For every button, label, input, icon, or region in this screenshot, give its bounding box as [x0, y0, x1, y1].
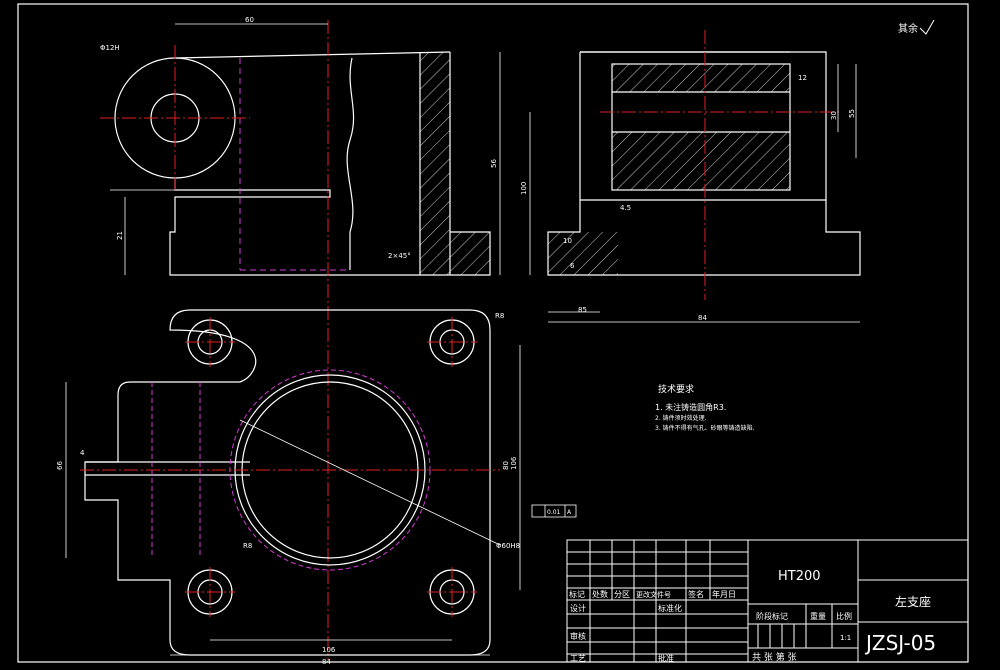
- hdr-mark: 标记: [569, 589, 585, 599]
- dim-chamfer-note: 2×45°: [388, 252, 411, 260]
- dim-top-width: 60: [245, 16, 254, 24]
- tech-req-item-2: 2. 铸件须时效处理.: [655, 414, 707, 422]
- front-view: [114, 51, 491, 276]
- plan-view-dims: [65, 345, 521, 656]
- plan-dim-bore: Φ60H8: [496, 542, 520, 550]
- plan-dim-left: 66: [56, 461, 64, 470]
- drawing-number: JZSJ-05: [864, 631, 936, 655]
- plan-view-centerlines: [80, 317, 500, 617]
- plan-dim-height: 106: [510, 456, 518, 470]
- title-block: [566, 539, 969, 663]
- tech-req-item-3: 3. 铸件不得有气孔、砂眼等铸造缺陷.: [655, 424, 755, 432]
- dim-bore-label: Φ12H: [100, 44, 120, 52]
- tech-req-item-1: 1. 未注铸造圆角R3.: [655, 402, 726, 412]
- scale-value: 1:1: [840, 634, 851, 642]
- weight-label: 重量: [810, 611, 826, 621]
- tech-req-title: 技术要求: [658, 383, 694, 395]
- plan-dim-w1: 106: [322, 646, 336, 654]
- side-dim-r2: 30: [830, 111, 838, 120]
- roughness-note: 其余: [898, 22, 918, 35]
- side-dim-small-b: 10: [563, 237, 572, 245]
- row-approve: 批准: [658, 653, 674, 663]
- plan-dim-w2: 84: [322, 658, 331, 666]
- sheet-border: [17, 3, 969, 663]
- side-dim-base-width: 84: [698, 314, 707, 322]
- plan-dim-gap: 4: [80, 449, 85, 457]
- side-dim-height: 100: [520, 182, 528, 195]
- front-view-dims: [110, 23, 501, 275]
- scale-label: 比例: [836, 611, 852, 621]
- hdr-change-doc: 更改文件号: [636, 590, 671, 599]
- dim-front-height: 56: [490, 159, 498, 168]
- hdr-date: 年月日: [712, 589, 736, 599]
- tol-value: 0.01: [547, 509, 561, 516]
- front-view-hidden: [239, 58, 350, 271]
- hdr-zone: 分区: [614, 590, 630, 599]
- dim-base-height: 21: [116, 231, 124, 240]
- plan-dim-r2: R8: [243, 542, 252, 550]
- part-name: 左支座: [895, 594, 931, 609]
- hdr-count: 处数: [592, 589, 608, 599]
- material-label: HT200: [778, 569, 821, 584]
- hdr-sign: 签名: [688, 589, 704, 599]
- tolerance-frame: [531, 504, 577, 518]
- side-view-centerlines: [600, 30, 840, 300]
- plan-dim-r: R8: [495, 312, 504, 320]
- tol-ref: A: [567, 509, 572, 516]
- plan-dim-height2: 80: [502, 461, 510, 470]
- side-view: [547, 51, 861, 276]
- side-dim-r3: 55: [848, 109, 856, 118]
- row-process: 工艺: [570, 654, 586, 663]
- front-view-centerlines: [100, 20, 329, 660]
- row-review: 审核: [570, 631, 586, 641]
- side-dim-small-c: 6: [570, 262, 575, 270]
- side-dim-r1: 12: [798, 74, 807, 82]
- side-view-dims: [529, 64, 860, 323]
- sheet-info: 共 张 第 张: [752, 651, 797, 663]
- row-design: 设计: [570, 603, 586, 613]
- roughness-symbol: [919, 19, 935, 35]
- stage-mark-label: 阶段标记: [756, 611, 788, 621]
- side-dim-small-a: 4.5: [620, 204, 631, 212]
- side-dim-flange: 85: [578, 306, 587, 314]
- row-standard: 标准化: [658, 603, 682, 613]
